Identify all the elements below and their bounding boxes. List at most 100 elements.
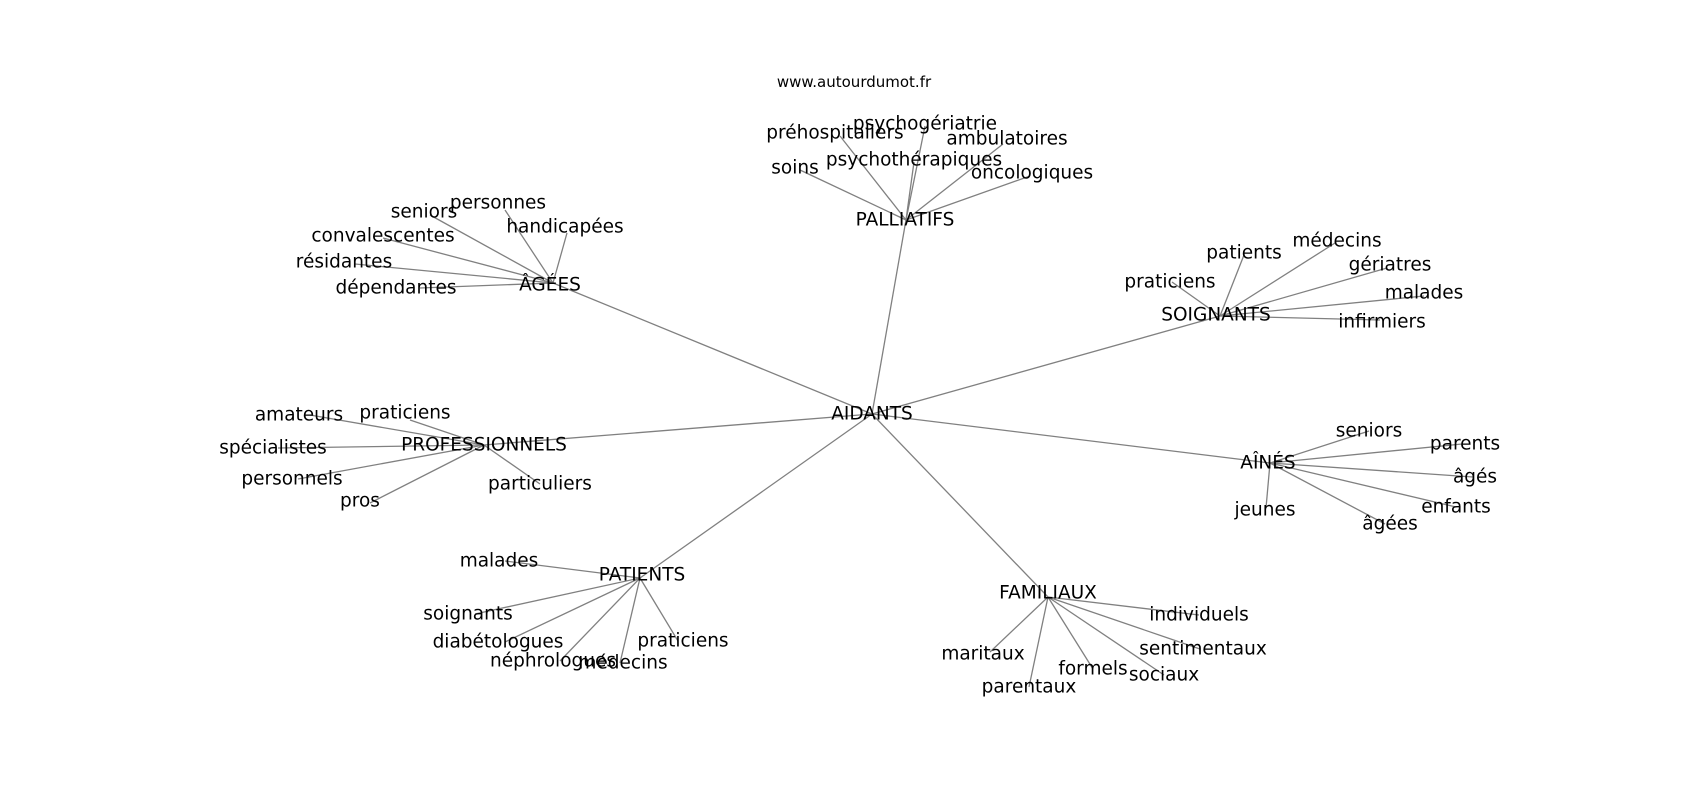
leaf-node-agees-personnes[interactable]: personnes — [450, 193, 546, 214]
edge-soignants-geriatres — [1219, 267, 1388, 317]
leaf-node-agees-dependantes[interactable]: dépendantes — [335, 278, 456, 299]
leaf-node-familiaux-formels[interactable]: formels — [1058, 659, 1127, 680]
leaf-node-patients-diabetologues[interactable]: diabétologues — [433, 632, 564, 653]
leaf-node-familiaux-sociaux[interactable]: sociaux — [1129, 665, 1199, 686]
leaf-node-aines-enfants[interactable]: enfants — [1421, 497, 1491, 518]
edge-familiaux-sociaux — [1047, 596, 1165, 676]
leaf-node-agees-seniors[interactable]: seniors — [391, 202, 457, 223]
edge-professionnels-personnels — [297, 444, 485, 480]
leaf-node-patients-medecins[interactable]: médecins — [578, 653, 667, 674]
watermark-text: www.autourdumot.fr — [776, 73, 932, 91]
leaf-node-agees-residantes[interactable]: résidantes — [296, 252, 392, 273]
leaf-node-aines-parents[interactable]: parents — [1430, 434, 1500, 455]
hub-node-familiaux[interactable]: FAMILIAUX — [999, 583, 1097, 604]
leaf-node-professionnels-personnels[interactable]: personnels — [241, 469, 342, 490]
edge-professionnels-amateurs — [309, 414, 485, 446]
leaf-node-aines-ages[interactable]: âgés — [1453, 467, 1497, 488]
edge-agees-convalescentes — [382, 237, 554, 284]
edge-familiaux-maritaux — [989, 596, 1049, 653]
leaf-node-soignants-medecins[interactable]: médecins — [1292, 231, 1381, 252]
edge-familiaux-formels — [1047, 596, 1094, 670]
leaf-node-aines-seniors[interactable]: seniors — [1336, 421, 1402, 442]
leaf-node-palliatifs-ambulatoires[interactable]: ambulatoires — [946, 129, 1067, 150]
leaf-node-soignants-praticiens[interactable]: praticiens — [1124, 272, 1215, 293]
edge-familiaux-individuels — [1047, 596, 1200, 616]
edge-aines-parents — [1269, 443, 1463, 464]
hub-node-professionnels[interactable]: PROFESSIONNELS — [401, 435, 567, 456]
edge-professionnels-specialistes — [277, 444, 485, 449]
edge-soignants-medecins — [1219, 242, 1336, 317]
edge-patients-soignants — [474, 577, 641, 615]
hub-node-soignants[interactable]: SOIGNANTS — [1161, 305, 1270, 326]
edge-agees-handicapees — [552, 232, 568, 284]
leaf-node-palliatifs-prehospitaliers[interactable]: préhospitaliers — [766, 123, 903, 144]
edge-patients-praticiens — [639, 577, 679, 642]
leaf-node-professionnels-pros[interactable]: pros — [340, 491, 380, 512]
leaf-node-professionnels-amateurs[interactable]: amateurs — [255, 405, 343, 426]
edges — [277, 125, 1474, 688]
edge-patients-malades — [504, 560, 641, 579]
leaf-node-soignants-geriatres[interactable]: gériatres — [1349, 255, 1432, 276]
edge-center-palliatifs — [871, 219, 907, 415]
leaf-node-familiaux-sentimentaux[interactable]: sentimentaux — [1139, 639, 1267, 660]
leaf-node-familiaux-individuels[interactable]: individuels — [1149, 605, 1248, 626]
edge-familiaux-parentaux — [1028, 596, 1049, 688]
edge-soignants-praticiens — [1171, 281, 1221, 317]
center-node-label[interactable]: AIDANTS — [831, 404, 913, 425]
leaf-node-soignants-patients[interactable]: patients — [1206, 243, 1281, 264]
leaf-node-professionnels-particuliers[interactable]: particuliers — [488, 474, 592, 495]
leaf-node-agees-convalescentes[interactable]: convalescentes — [311, 226, 454, 247]
hub-node-patients[interactable]: PATIENTS — [599, 565, 686, 586]
leaf-node-professionnels-specialistes[interactable]: spécialistes — [219, 438, 327, 459]
edge-soignants-malades — [1219, 295, 1425, 317]
hub-node-palliatifs[interactable]: PALLIATIFS — [856, 210, 955, 231]
leaf-node-familiaux-parentaux[interactable]: parentaux — [982, 677, 1077, 698]
leaf-node-familiaux-maritaux[interactable]: maritaux — [941, 644, 1024, 665]
leaf-node-patients-malades[interactable]: malades — [460, 551, 539, 572]
edge-palliatifs-prehospitaliers — [839, 135, 907, 221]
edge-palliatifs-oncologiques — [905, 175, 1031, 221]
edge-palliatifs-ambulatoires — [905, 143, 1004, 221]
leaf-node-patients-soignants[interactable]: soignants — [423, 604, 513, 625]
leaf-node-patients-nephrologues[interactable]: néphrologues — [490, 651, 616, 672]
leaf-node-palliatifs-oncologiques[interactable]: oncologiques — [971, 163, 1093, 184]
labels: AIDANTS PALLIATIFS préhospitalierspsychogé… — [219, 114, 1500, 698]
leaf-node-palliatifs-soins[interactable]: soins — [771, 158, 818, 179]
leaf-node-patients-praticiens[interactable]: praticiens — [637, 631, 728, 652]
edge-aines-agees — [1269, 462, 1386, 525]
edge-agees-residantes — [354, 263, 554, 284]
edge-agees-personnes — [504, 209, 554, 284]
leaf-node-agees-handicapees[interactable]: handicapées — [506, 217, 623, 238]
edge-aines-enfants — [1269, 462, 1457, 508]
leaf-node-palliatifs-psychotherapiques[interactable]: psychothérapiques — [826, 150, 1002, 171]
edge-patients-diabetologues — [504, 577, 641, 643]
edge-palliatifs-psychotherapiques — [905, 161, 915, 221]
edge-center-familiaux — [871, 413, 1049, 598]
edge-palliatifs-soins — [799, 169, 907, 221]
leaf-node-professionnels-praticiens[interactable]: praticiens — [359, 403, 450, 424]
edge-center-soignants — [871, 315, 1221, 415]
edge-patients-nephrologues — [559, 577, 641, 662]
edge-aines-seniors — [1269, 430, 1370, 464]
edge-aines-jeunes — [1265, 462, 1271, 509]
edge-center-aines — [871, 413, 1271, 464]
edge-soignants-infirmiers — [1219, 315, 1381, 321]
edge-center-patients — [639, 413, 873, 579]
watermark: www.autourdumot.fr — [0, 73, 1700, 91]
edge-aines-ages — [1269, 462, 1474, 478]
leaf-node-palliatifs-psychogeriatrie[interactable]: psychogériatrie — [853, 114, 997, 135]
hub-node-aines[interactable]: AÎNÉS — [1240, 452, 1295, 474]
hub-node-agees[interactable]: ÂGÉES — [519, 274, 581, 296]
edge-palliatifs-psychogeriatrie — [905, 125, 926, 221]
leaf-node-aines-agees[interactable]: âgées — [1362, 514, 1417, 535]
edge-agees-dependantes — [419, 282, 554, 289]
leaf-node-soignants-malades[interactable]: malades — [1385, 283, 1464, 304]
edge-center-agees — [552, 282, 873, 415]
edge-professionnels-praticiens — [409, 419, 485, 446]
edge-familiaux-sentimentaux — [1047, 596, 1201, 650]
leaf-node-aines-jeunes[interactable]: jeunes — [1234, 500, 1296, 521]
edge-professionnels-particuliers — [483, 444, 541, 485]
leaf-node-soignants-infirmiers[interactable]: infirmiers — [1338, 312, 1426, 333]
